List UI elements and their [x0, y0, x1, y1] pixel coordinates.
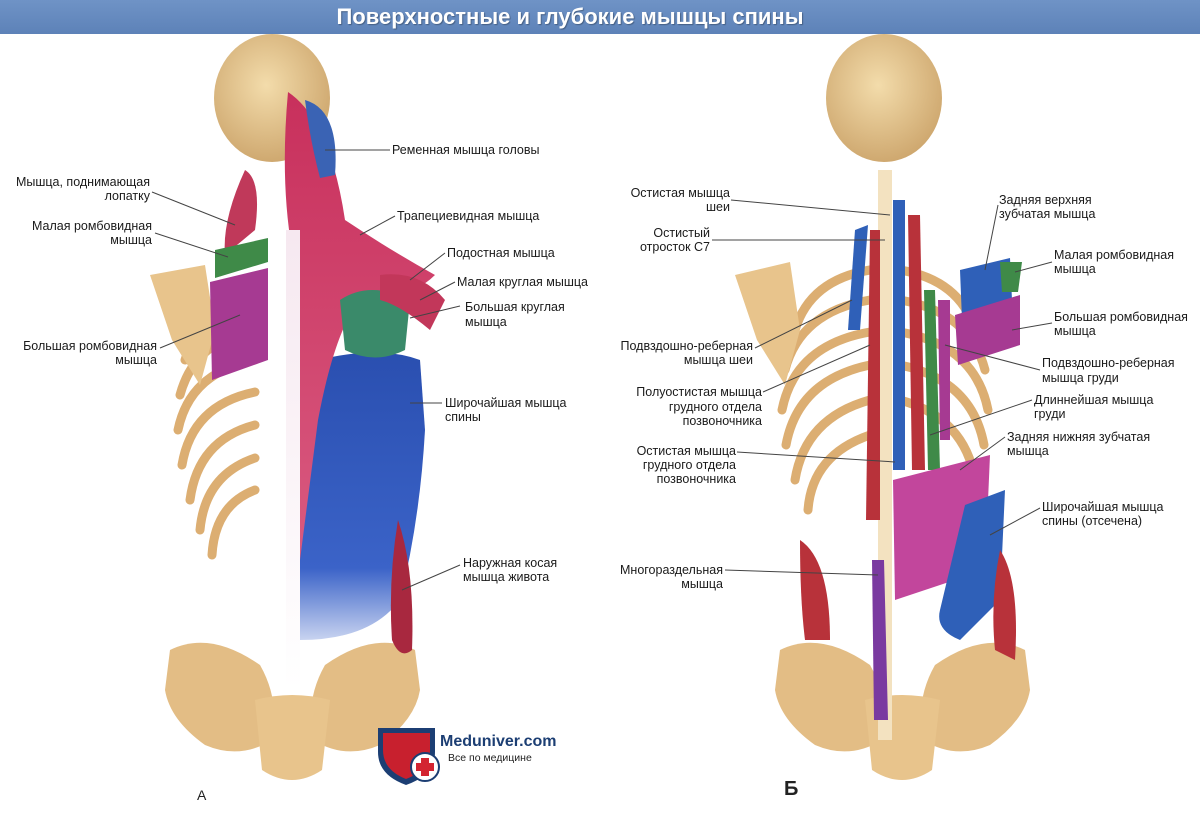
oblique-right-b — [993, 550, 1016, 660]
scapula-left-a — [150, 265, 215, 385]
label-rhomboid-major-b-1: Большая ромбовидная — [1054, 310, 1188, 324]
label-longissimus-1: Длиннейшая мышца — [1034, 393, 1154, 407]
label-teres-major-1: Большая круглая — [465, 300, 565, 314]
pelvis-right-a — [310, 642, 420, 752]
label-iliocostalis-cervicis-1: Подвздошно-реберная — [620, 339, 753, 353]
logo-shield-icon — [378, 728, 440, 785]
label-trapezius: Трапециевидная мышца — [397, 209, 540, 223]
figure-a-letter: А — [197, 787, 207, 803]
label-infraspinatus: Подостная мышца — [447, 246, 555, 260]
teres-minor-a — [380, 274, 445, 330]
label-splenius-capitis: Ременная мышца головы — [392, 143, 540, 157]
label-latissimus-1: Широчайшая мышца — [445, 396, 567, 410]
label-teres-minor: Малая круглая мышца — [457, 275, 589, 289]
label-rhomboid-minor-b-1: Малая ромбовидная — [1054, 248, 1175, 262]
label-semispinalis-2: грудного отдела — [668, 400, 762, 414]
external-oblique-a — [390, 520, 413, 654]
label-rhomboid-minor-b-2: мышца — [1054, 262, 1096, 276]
label-serratus-superior-2: зубчатая мышца — [999, 207, 1096, 221]
logo-name: Meduniver.com — [440, 733, 557, 750]
label-serratus-superior-1: Задняя верхняя — [999, 193, 1092, 207]
label-spinalis-cervicis-2: шеи — [706, 200, 730, 214]
scapula-left-b — [735, 262, 800, 385]
label-spinalis-thoracis-2: грудного отдела — [642, 458, 736, 472]
label-rhomboid-minor-a-2: мышца — [110, 233, 152, 247]
rhomboid-major-a — [210, 268, 268, 380]
label-semispinalis-1: Полуостистая мышца — [636, 385, 762, 399]
label-multifidus-2: мышца — [681, 577, 723, 591]
splenius-capitis-a — [305, 100, 336, 178]
anatomy-illustration — [150, 34, 1053, 785]
label-serratus-inferior-1: Задняя нижняя зубчатая — [1007, 430, 1151, 444]
infraspinatus-a — [340, 290, 410, 358]
pelvis-left-a — [165, 642, 275, 752]
label-rhomboid-minor-a-1: Малая ромбовидная — [31, 219, 152, 233]
pelvis-left-b — [775, 642, 885, 752]
rhomboid-minor-a — [215, 238, 268, 278]
spine-a — [286, 230, 300, 690]
label-latissimus-cut-2: спины (отсечена) — [1042, 514, 1143, 528]
label-serratus-inferior-2: мышца — [1007, 444, 1049, 458]
longissimus-b — [924, 290, 940, 470]
longissimus-red-b — [908, 215, 925, 470]
sacrum-a — [255, 695, 330, 780]
oblique-left-b — [800, 540, 830, 640]
label-spinalis-cervicis-1: Остистая мышца — [630, 186, 730, 200]
label-levator-scapulae-1: Мышца, поднимающая — [15, 175, 150, 189]
iliocostalis-cervicis-b — [848, 225, 868, 330]
label-iliocostalis-cervicis-2: мышца шеи — [683, 353, 753, 367]
label-latissimus-2: спины — [445, 410, 481, 424]
page-title: Поверхностные и глубокие мышцы спины — [336, 4, 804, 29]
label-external-oblique-2: мышца живота — [463, 570, 550, 584]
label-levator-scapulae-2: лопатку — [104, 189, 150, 203]
spinalis-b — [893, 200, 905, 470]
label-rhomboid-major-b-2: мышца — [1054, 324, 1096, 338]
leader-lines — [151, 149, 1053, 591]
logo-tagline: Все по медицине — [448, 752, 532, 764]
iliocostalis-thoracis-b — [938, 300, 950, 440]
levator-scapulae-a — [224, 170, 258, 255]
rhomboid-minor-b — [1000, 262, 1022, 292]
trapezius-a — [284, 92, 435, 560]
figure-a — [150, 34, 445, 780]
title-bar — [0, 0, 1200, 34]
label-spinous-c7-2: отросток С7 — [639, 240, 710, 254]
label-iliocostalis-thoracis-2: мышца груди — [1042, 371, 1119, 385]
label-spinalis-thoracis-1: Остистая мышца — [636, 444, 736, 458]
figure-b-letter: Б — [784, 778, 799, 800]
label-spinalis-thoracis-3: позвоночника — [656, 472, 736, 486]
label-external-oblique-1: Наружная косая — [463, 556, 558, 570]
rhomboid-major-b — [955, 295, 1020, 365]
label-iliocostalis-thoracis-1: Подвздошно-реберная — [1042, 356, 1175, 370]
semispinalis-b — [866, 230, 880, 520]
label-multifidus-1: Многораздельная — [620, 563, 723, 577]
label-latissimus-cut-1: Широчайшая мышца — [1042, 500, 1164, 514]
label-rhomboid-major-a-1: Большая ромбовидная — [23, 339, 157, 353]
latissimus-cut-b — [939, 490, 1005, 640]
skull-b — [826, 34, 942, 162]
label-rhomboid-major-a-2: мышца — [115, 353, 157, 367]
label-semispinalis-3: позвоночника — [682, 414, 762, 428]
label-longissimus-2: груди — [1034, 407, 1066, 421]
label-teres-major-2: мышца — [465, 315, 507, 329]
figure-b — [735, 34, 1030, 780]
label-spinous-c7-1: Остистый — [653, 226, 710, 240]
pelvis-right-b — [920, 642, 1030, 752]
multifidus-b — [872, 560, 888, 720]
